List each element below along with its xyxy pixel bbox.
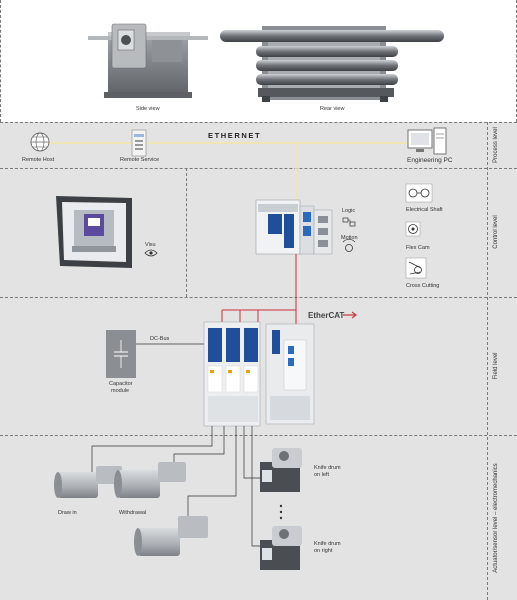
visu-area-divider bbox=[186, 168, 187, 297]
drive-modules bbox=[203, 321, 315, 427]
rear-view-machine bbox=[220, 26, 444, 102]
dc-bus-label: DC-Bus bbox=[150, 336, 170, 342]
more-motors-dots bbox=[279, 504, 283, 520]
engineering-pc-label: Engineering PC bbox=[407, 157, 453, 164]
cross-cutting-icon bbox=[405, 257, 427, 279]
flex-cam-label: Flex Cam bbox=[406, 245, 430, 251]
remote-service-label: Remote Service bbox=[120, 157, 160, 163]
actuator-level-label: Actuator/sensor level – electromechanics bbox=[493, 463, 499, 573]
ethercat-wiring bbox=[221, 254, 297, 330]
cross-cutting-label: Cross Cutting bbox=[406, 283, 440, 289]
withdrawal-label: Withdrawal bbox=[119, 510, 147, 516]
separator-machine-process bbox=[0, 122, 517, 123]
motion-icon bbox=[342, 238, 356, 252]
capacitor-module bbox=[106, 330, 136, 378]
gearmotor-withdrawal bbox=[114, 462, 186, 498]
separator-control-field bbox=[0, 297, 517, 298]
machine-frame-left bbox=[0, 0, 1, 122]
visu-label: Visu bbox=[145, 242, 156, 248]
remote-service-module bbox=[131, 129, 147, 157]
remote-host-label: Remote Host bbox=[22, 157, 55, 163]
draw-in-label: Draw in bbox=[58, 510, 77, 516]
gearmotor-draw-in bbox=[54, 466, 122, 498]
control-level-label: Control level bbox=[493, 215, 499, 249]
knife-right-label-2: on right bbox=[314, 548, 333, 554]
knife-left-label-1: Knife drum bbox=[314, 465, 341, 471]
rear-view-label: Rear view bbox=[320, 106, 345, 112]
logic-icon bbox=[342, 217, 356, 227]
engineering-pc bbox=[407, 127, 447, 155]
control-unit bbox=[255, 199, 333, 255]
separator-field-actuator bbox=[0, 435, 517, 436]
capacitor-module-label-2: module bbox=[111, 388, 130, 394]
actuator-level-band bbox=[0, 435, 517, 600]
electrical-shaft-label: Electrical Shaft bbox=[406, 207, 443, 213]
separator-process-control bbox=[0, 168, 517, 169]
knife-left-label-2: on left bbox=[314, 472, 329, 478]
knife-right-label-1: Knife drum bbox=[314, 541, 341, 547]
side-view-machine bbox=[88, 23, 208, 98]
servo-knife-left bbox=[260, 448, 302, 492]
level-label-divider bbox=[487, 122, 488, 600]
ethercat-arrow-icon bbox=[343, 311, 357, 319]
process-level-label: Process level bbox=[493, 127, 499, 163]
flex-cam-icon bbox=[405, 221, 421, 237]
ethernet-label: ETHERNET bbox=[208, 131, 262, 140]
servo-knife-right bbox=[260, 526, 302, 570]
electrical-shaft-icon bbox=[405, 183, 433, 203]
gearmotor-lower bbox=[134, 516, 208, 556]
field-level-label: Field level bbox=[493, 352, 499, 380]
side-view-label: Side view bbox=[136, 106, 160, 112]
remote-host-globe bbox=[30, 132, 50, 152]
logic-label: Logic bbox=[342, 208, 356, 214]
ethercat-label: EtherCAT bbox=[308, 311, 345, 320]
motion-label: Motion bbox=[341, 235, 358, 241]
visu-panel bbox=[56, 196, 132, 268]
eye-icon bbox=[144, 249, 158, 257]
capacitor-module-label-1: Capacitor bbox=[109, 381, 133, 387]
